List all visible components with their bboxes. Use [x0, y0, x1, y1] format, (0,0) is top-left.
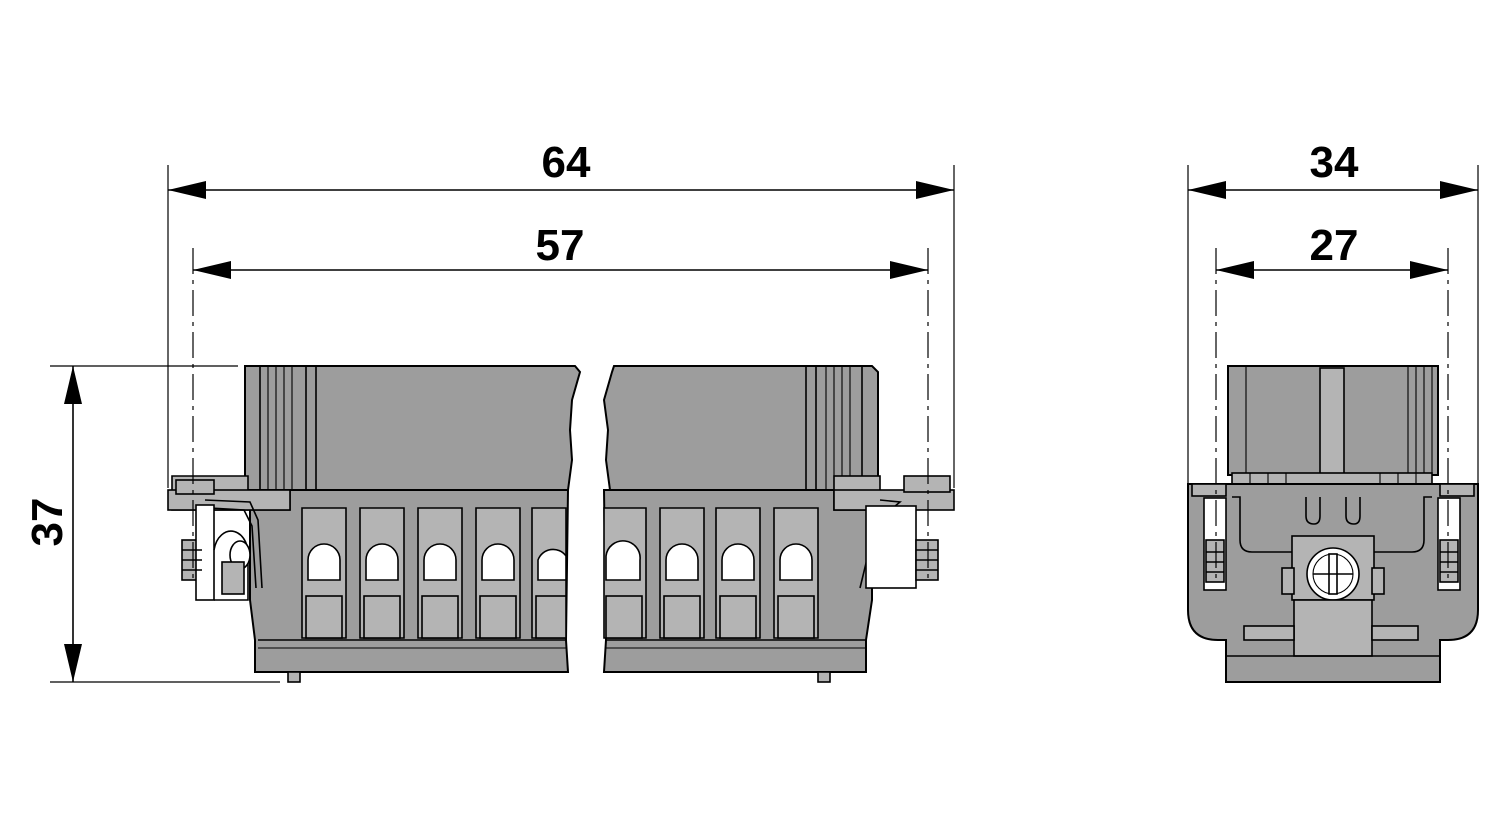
front-view: 64 57 37: [23, 138, 955, 683]
dimension-27: 27: [1216, 221, 1448, 279]
dimension-57: 57: [193, 221, 928, 279]
front-right-flange: [833, 475, 955, 589]
front-right-contacts: [603, 507, 819, 639]
front-view-right-half: [602, 365, 955, 683]
front-left-contacts: [301, 507, 567, 639]
dimension-37-label: 37: [23, 498, 72, 547]
front-left-flange: [167, 475, 291, 601]
dimension-64-label: 64: [542, 138, 591, 187]
front-view-left-half: [167, 365, 582, 683]
side-view-ground-terminal: [1281, 535, 1385, 601]
dimension-37: 37: [23, 366, 82, 682]
dimension-64: 64: [168, 138, 954, 199]
side-view: 34 27: [1187, 138, 1479, 683]
dimension-57-label: 57: [536, 221, 585, 270]
dimension-27-label: 27: [1310, 221, 1359, 270]
dimension-34: 34: [1188, 138, 1478, 199]
dimension-34-label: 34: [1310, 138, 1359, 187]
